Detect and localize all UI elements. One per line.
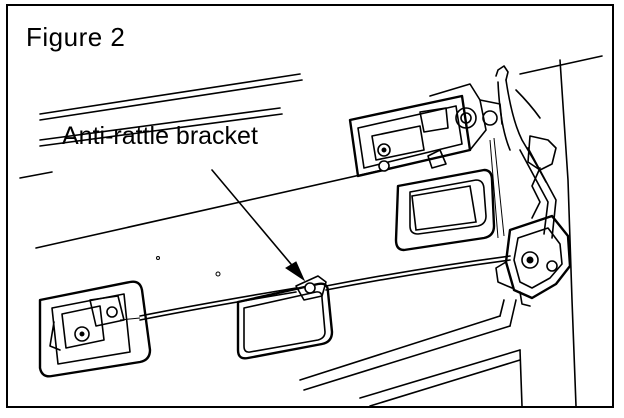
callout-arrow [211, 169, 306, 282]
small-dot-marker [156, 256, 160, 260]
trim-recess [394, 168, 496, 252]
interior-handle-assembly [348, 83, 503, 178]
small-hole-marker [215, 271, 221, 277]
anti-rattle-bracket-label: Anti-rattle bracket [62, 122, 258, 150]
lower-left-handle [38, 280, 152, 378]
anti-rattle-bracket[interactable] [236, 275, 334, 360]
figure-label: Figure 2 [26, 22, 126, 52]
door-panel-contours [19, 55, 603, 407]
control-rod [119, 255, 511, 321]
door-latch-mechanism [489, 65, 572, 307]
